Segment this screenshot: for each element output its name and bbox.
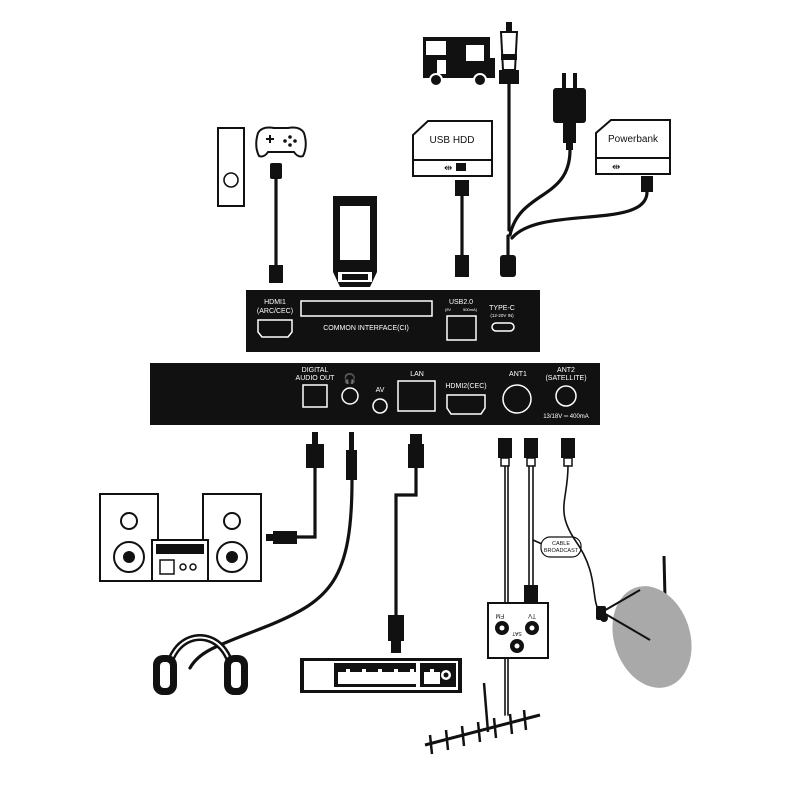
lan-port-icon <box>397 380 436 412</box>
yagi-antenna-icon <box>424 682 541 755</box>
socket-sat-label: SAT <box>512 630 521 636</box>
cable-tag-line2: BROADCAST <box>544 548 579 554</box>
hdmi1-label: HDMI1 <box>264 299 286 306</box>
typec-spec: (12-20V IN) <box>490 313 514 318</box>
power-adapter-icon <box>553 73 586 150</box>
ant2-sublabel: (SATELLITE) <box>545 375 586 382</box>
av-jack-icon <box>372 398 388 414</box>
ant2-port-icon <box>555 385 577 407</box>
car-charger-plug-icon <box>499 22 519 84</box>
camper-van-icon <box>423 37 495 87</box>
ant2-power-label: 13/18V ═ 400mA <box>543 414 589 420</box>
powerbank-icon: Powerbank ⇹ <box>595 119 671 175</box>
cable-broadcast-tag: CABLE BROADCAST <box>532 536 582 558</box>
receiver-top-panel: HDMI1 (ARC/CEC) COMMON INTERFACE(CI) USB… <box>246 290 540 352</box>
optical-port-icon <box>302 384 328 408</box>
typec-label: TYPE-C <box>489 305 515 312</box>
usb-symbol-icon: ⇹ <box>444 163 452 174</box>
ant2-satellite-cable <box>561 438 601 613</box>
hdmi2-port-icon <box>446 394 486 415</box>
powerbank-label: Powerbank <box>608 134 659 145</box>
gamepad-icon <box>255 126 307 158</box>
headphone-icon: 🎧 <box>344 372 356 385</box>
lan-label: LAN <box>410 371 424 378</box>
av-label: AV <box>376 387 385 394</box>
digital-audio-label: DIGITAL <box>302 367 329 374</box>
usb-hdd-label: USB HDD <box>429 135 474 146</box>
usb-spec-right: 500mA) <box>463 307 478 312</box>
stereo-system-icon <box>99 493 262 582</box>
ci-slot-icon <box>300 300 433 317</box>
ant1-coax-cables <box>498 438 538 716</box>
usb-spec-left: (5V <box>445 307 452 312</box>
hdmi1-port-icon <box>257 319 293 338</box>
ci-label: COMMON INTERFACE(CI) <box>323 325 409 332</box>
optical-cable <box>266 432 324 544</box>
receiver-rear-panel: DIGITAL AUDIO OUT 🎧 AV LAN HDMI2(CEC) AN… <box>150 363 600 425</box>
ant1-label: ANT1 <box>509 371 527 378</box>
ci-module-card-icon <box>333 196 377 287</box>
remote-control-icon <box>217 127 245 207</box>
headphone-jack-icon <box>341 387 359 405</box>
satellite-dish-icon <box>596 555 692 688</box>
lan-cable <box>388 434 424 653</box>
headphones-icon <box>153 634 248 695</box>
ant2-label: ANT2 <box>557 367 575 374</box>
hdmi1-sublabel: (ARC/CEC) <box>257 308 293 315</box>
hdmi2-label: HDMI2(CEC) <box>445 383 486 390</box>
socket-fm-label: FM <box>496 612 505 618</box>
digital-audio-sublabel: AUDIO OUT <box>296 375 336 382</box>
usb-symbol-icon: ⇹ <box>612 162 620 173</box>
usb-port-icon <box>446 315 477 341</box>
typec-port-icon <box>491 322 515 332</box>
wall-antenna-socket-icon: FM TV SAT <box>487 602 549 659</box>
headphone-cable <box>188 432 357 670</box>
usb-hdd-icon: USB HDD ⇹ <box>412 120 493 177</box>
usb-dongle-icon <box>269 163 283 283</box>
ant1-port-icon <box>502 384 532 414</box>
usb-label: USB2.0 <box>449 299 473 306</box>
cable-tag-line1: CABLE <box>552 541 570 547</box>
router-icon <box>300 658 462 693</box>
socket-tv-label: TV <box>528 612 536 618</box>
typec-power-cable <box>500 82 649 277</box>
